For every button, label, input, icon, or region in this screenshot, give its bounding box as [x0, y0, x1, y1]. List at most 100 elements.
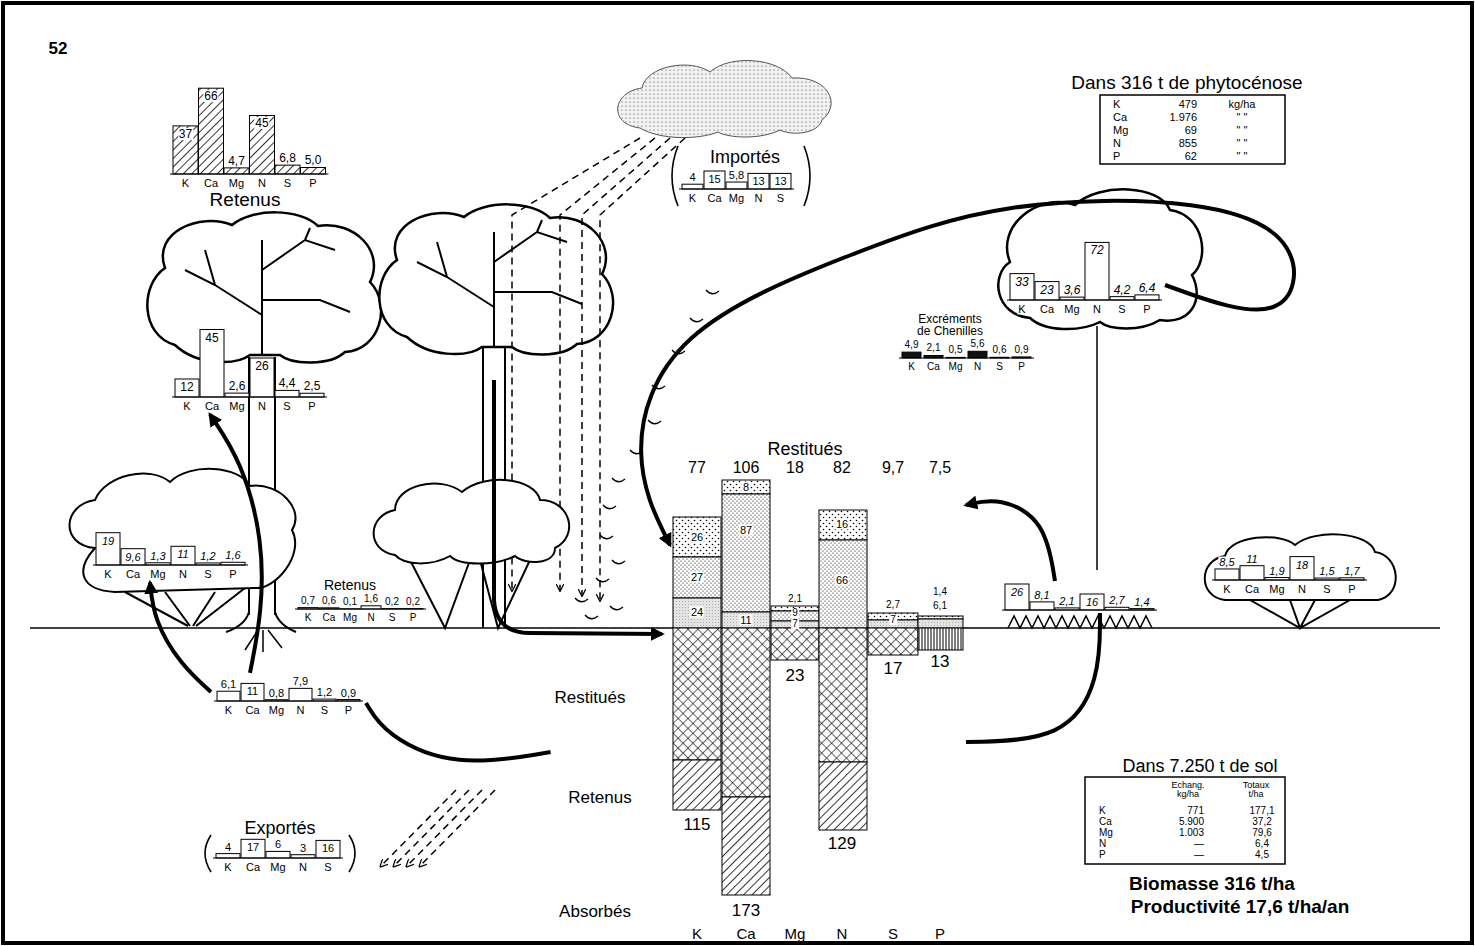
element-symbol: S [995, 362, 1004, 372]
right-shrub [1205, 534, 1396, 600]
bar [819, 510, 867, 540]
bar [241, 683, 264, 701]
bar-value: 4,2 [1113, 284, 1132, 296]
bar-value: 66 [203, 90, 218, 102]
bar [1110, 297, 1134, 300]
falling-leaves [585, 615, 598, 619]
soil-bars: 231713RestituésRetenus115129Absorbés173K… [551, 625, 966, 944]
bar-value: 9,7 [881, 460, 905, 476]
bar-value: 11 [739, 615, 752, 626]
table-cell: 1.003 [1178, 828, 1205, 838]
bar-value: N [836, 926, 849, 941]
bar-value: 23 [1039, 284, 1054, 296]
bar-value: 1,3 [149, 550, 166, 561]
rain-arrows [600, 138, 685, 600]
table-cell: N [1112, 138, 1122, 149]
table-cell: 37,2 [1251, 817, 1272, 827]
element-symbol: Ca [203, 177, 219, 188]
bar [1105, 607, 1129, 610]
export-arrows [394, 790, 469, 866]
bar-value: 4,4 [278, 377, 297, 389]
table-cell: Ca [1098, 817, 1113, 827]
table-cell: N [1098, 839, 1107, 849]
left-tree [185, 228, 350, 355]
bar [868, 628, 918, 655]
table-cell: 177,1 [1248, 806, 1275, 816]
bar-value: 5,0 [304, 154, 323, 166]
bar [673, 517, 721, 557]
bar [266, 851, 290, 858]
table-cell: K [1112, 99, 1121, 110]
bar [146, 563, 170, 565]
table-cell: P [1098, 850, 1107, 860]
falling-leaves [690, 318, 703, 322]
element-symbol: S [282, 401, 291, 412]
bar-value: 27 [690, 572, 704, 583]
bar-value: 11 [1245, 553, 1258, 564]
table-cell: Totaux t/ha [1235, 781, 1277, 799]
bar-value: 0,9 [1014, 345, 1030, 355]
table-cell: Mg [1098, 828, 1114, 838]
right-tree [998, 189, 1202, 329]
note: Biomasse 316 t/ha [1128, 874, 1296, 893]
chart-baseline [679, 188, 794, 189]
chart-heading: Exportés [243, 819, 316, 837]
flow-arrow [966, 501, 1055, 581]
bar [748, 173, 769, 189]
element-symbol: S [388, 613, 397, 623]
bar-value: 5,8 [728, 170, 745, 181]
middle-shrub [374, 480, 570, 564]
bar-value: 1,4 [1133, 596, 1150, 607]
bar-value: 0,7 [300, 596, 316, 606]
table-cell: 69 [1184, 125, 1198, 136]
bar-value: 106 [732, 460, 761, 476]
rain-arrows [560, 138, 655, 590]
middle-tree [379, 204, 613, 628]
element-symbol: Mg [342, 613, 358, 623]
bar [819, 540, 867, 628]
bar [241, 839, 265, 858]
bar-value: 11 [246, 686, 259, 697]
element-symbol: Ca [706, 193, 722, 204]
bar-chart: 199,61,3111,21,6KCaMgNSP [90, 530, 251, 583]
bar-value: 26 [1010, 587, 1024, 598]
left-shrub [125, 588, 245, 626]
bar-chart: Excréments de Chenilles4,92,10,55,60,60,… [896, 310, 1037, 375]
table-cell: K [1098, 806, 1107, 816]
bar [300, 393, 324, 397]
bar-value: 7,5 [928, 460, 952, 476]
falling-leaves [596, 578, 609, 582]
bar-value: 2,1 [926, 343, 942, 353]
element-symbol: N [973, 362, 982, 372]
bar-value: 6,8 [278, 152, 297, 164]
bar [1240, 566, 1264, 580]
element-symbol: Mg [1063, 303, 1080, 314]
bar-value: 3,6 [1063, 284, 1082, 296]
bar [225, 393, 249, 397]
bar [946, 357, 965, 359]
element-symbol: Mg [268, 705, 285, 716]
element-symbol: Ca [204, 401, 220, 412]
bar-value: 2,6 [228, 380, 247, 392]
bar [175, 379, 199, 397]
export-arrows [381, 790, 456, 866]
bar-value: 0,2 [384, 597, 400, 607]
bar-value: Ca [735, 926, 756, 941]
bar-chart: 8,5111,9181,51,7KCaMgNSP [1209, 550, 1370, 597]
bar-value: 12 [179, 381, 194, 393]
bar [340, 608, 360, 609]
element-symbol: P [409, 613, 418, 623]
bar-value: 8 [742, 482, 750, 493]
bar-value: 45 [204, 332, 219, 344]
element-symbol: S [320, 705, 329, 716]
bar-value: 7 [889, 615, 897, 625]
element-symbol: Mg [1268, 584, 1285, 595]
brackets [205, 835, 211, 872]
bar-value: 2,7 [885, 600, 901, 610]
table-cell: " " [1236, 151, 1249, 162]
left-tree [147, 212, 381, 362]
element-symbol: S [283, 177, 292, 188]
bar-value: 0,6 [992, 345, 1008, 355]
bar [337, 700, 360, 701]
